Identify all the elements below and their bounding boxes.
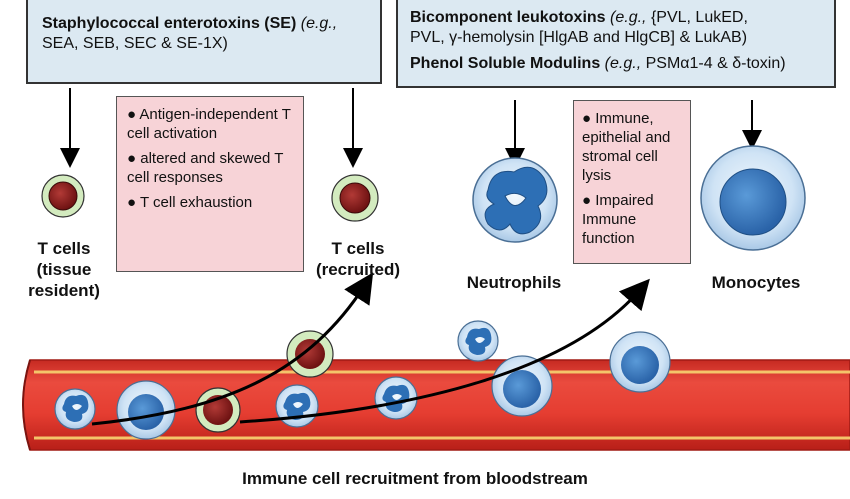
neutrophil-cell [472,157,558,243]
vessel-neutrophil-3 [374,376,418,420]
migrating-monocyte [609,331,671,393]
psm-list: PSMα1-4 & δ-toxin) [645,55,786,72]
tcells-resident-line-1: T cells [37,239,91,258]
leukotoxins-list-2: PVL, γ-hemolysin [HlgAB and HlgCB] & Luk… [410,29,748,46]
tcell-resident [41,174,85,218]
diagram-caption: Immune cell recruitment from bloodstream [242,469,588,488]
myeloid-effects-box: ● Immune, epithelial and stromal cell ly… [573,100,691,264]
enterotoxins-title: Staphylococcal enterotoxins (SE) [42,15,297,32]
myeloid-effect-item: ● Impaired Immune function [582,192,654,247]
leukotoxins-title: Bicomponent leukotoxins [410,9,606,26]
leukotoxins-box: Bicomponent leukotoxins (e.g., {PVL, Luk… [396,0,836,88]
tcells-resident-line-3: resident) [28,281,100,300]
tcell-effect-item: ● T cell exhaustion [127,194,253,211]
enterotoxins-eg: (e.g., [300,15,338,32]
migrating-neutrophil [457,320,499,362]
tcell-effects-box: ● Antigen-independent T cell activation … [116,96,304,272]
myeloid-effect-item: ● Immune, epithelial and stromal cell ly… [582,110,671,184]
leukotoxins-list-1: {PVL, LukED, [650,9,748,26]
vessel-monocyte-2 [491,355,553,417]
tcells-recruited-line-1: T cells [331,239,385,258]
tcells-resident-line-2: (tissue [36,260,92,279]
tcells-recruited-label: T cells (recruited) [300,238,416,280]
tcell-effect-item: ● Antigen-independent T cell activation [127,106,291,142]
vessel-neutrophil-2 [275,384,319,428]
monocyte-cell [700,145,806,251]
enterotoxins-list: SEA, SEB, SEC & SE-1X) [42,35,228,52]
tcell-effect-item: ● altered and skewed T cell responses [127,150,284,186]
tcell-recruitment-arrow [91,272,374,426]
migrating-tcell [286,330,334,378]
tcells-resident-label: T cells (tissue resident) [14,238,114,301]
monocytes-label: Monocytes [711,273,801,292]
vessel-monocyte-1 [116,380,176,440]
psm-title: Phenol Soluble Modulins [410,55,601,72]
enterotoxins-box: Staphylococcal enterotoxins (SE) (e.g., … [26,0,382,84]
psm-eg: (e.g., [604,55,642,72]
vessel-neutrophil-1 [54,388,96,430]
leukotoxins-eg: (e.g., [610,9,647,26]
myeloid-recruitment-arrow [239,278,650,424]
tcell-recruited [331,174,379,222]
neutrophils-label: Neutrophils [466,273,562,292]
vessel-tcell [195,387,241,433]
tcells-recruited-line-2: (recruited) [315,260,401,279]
